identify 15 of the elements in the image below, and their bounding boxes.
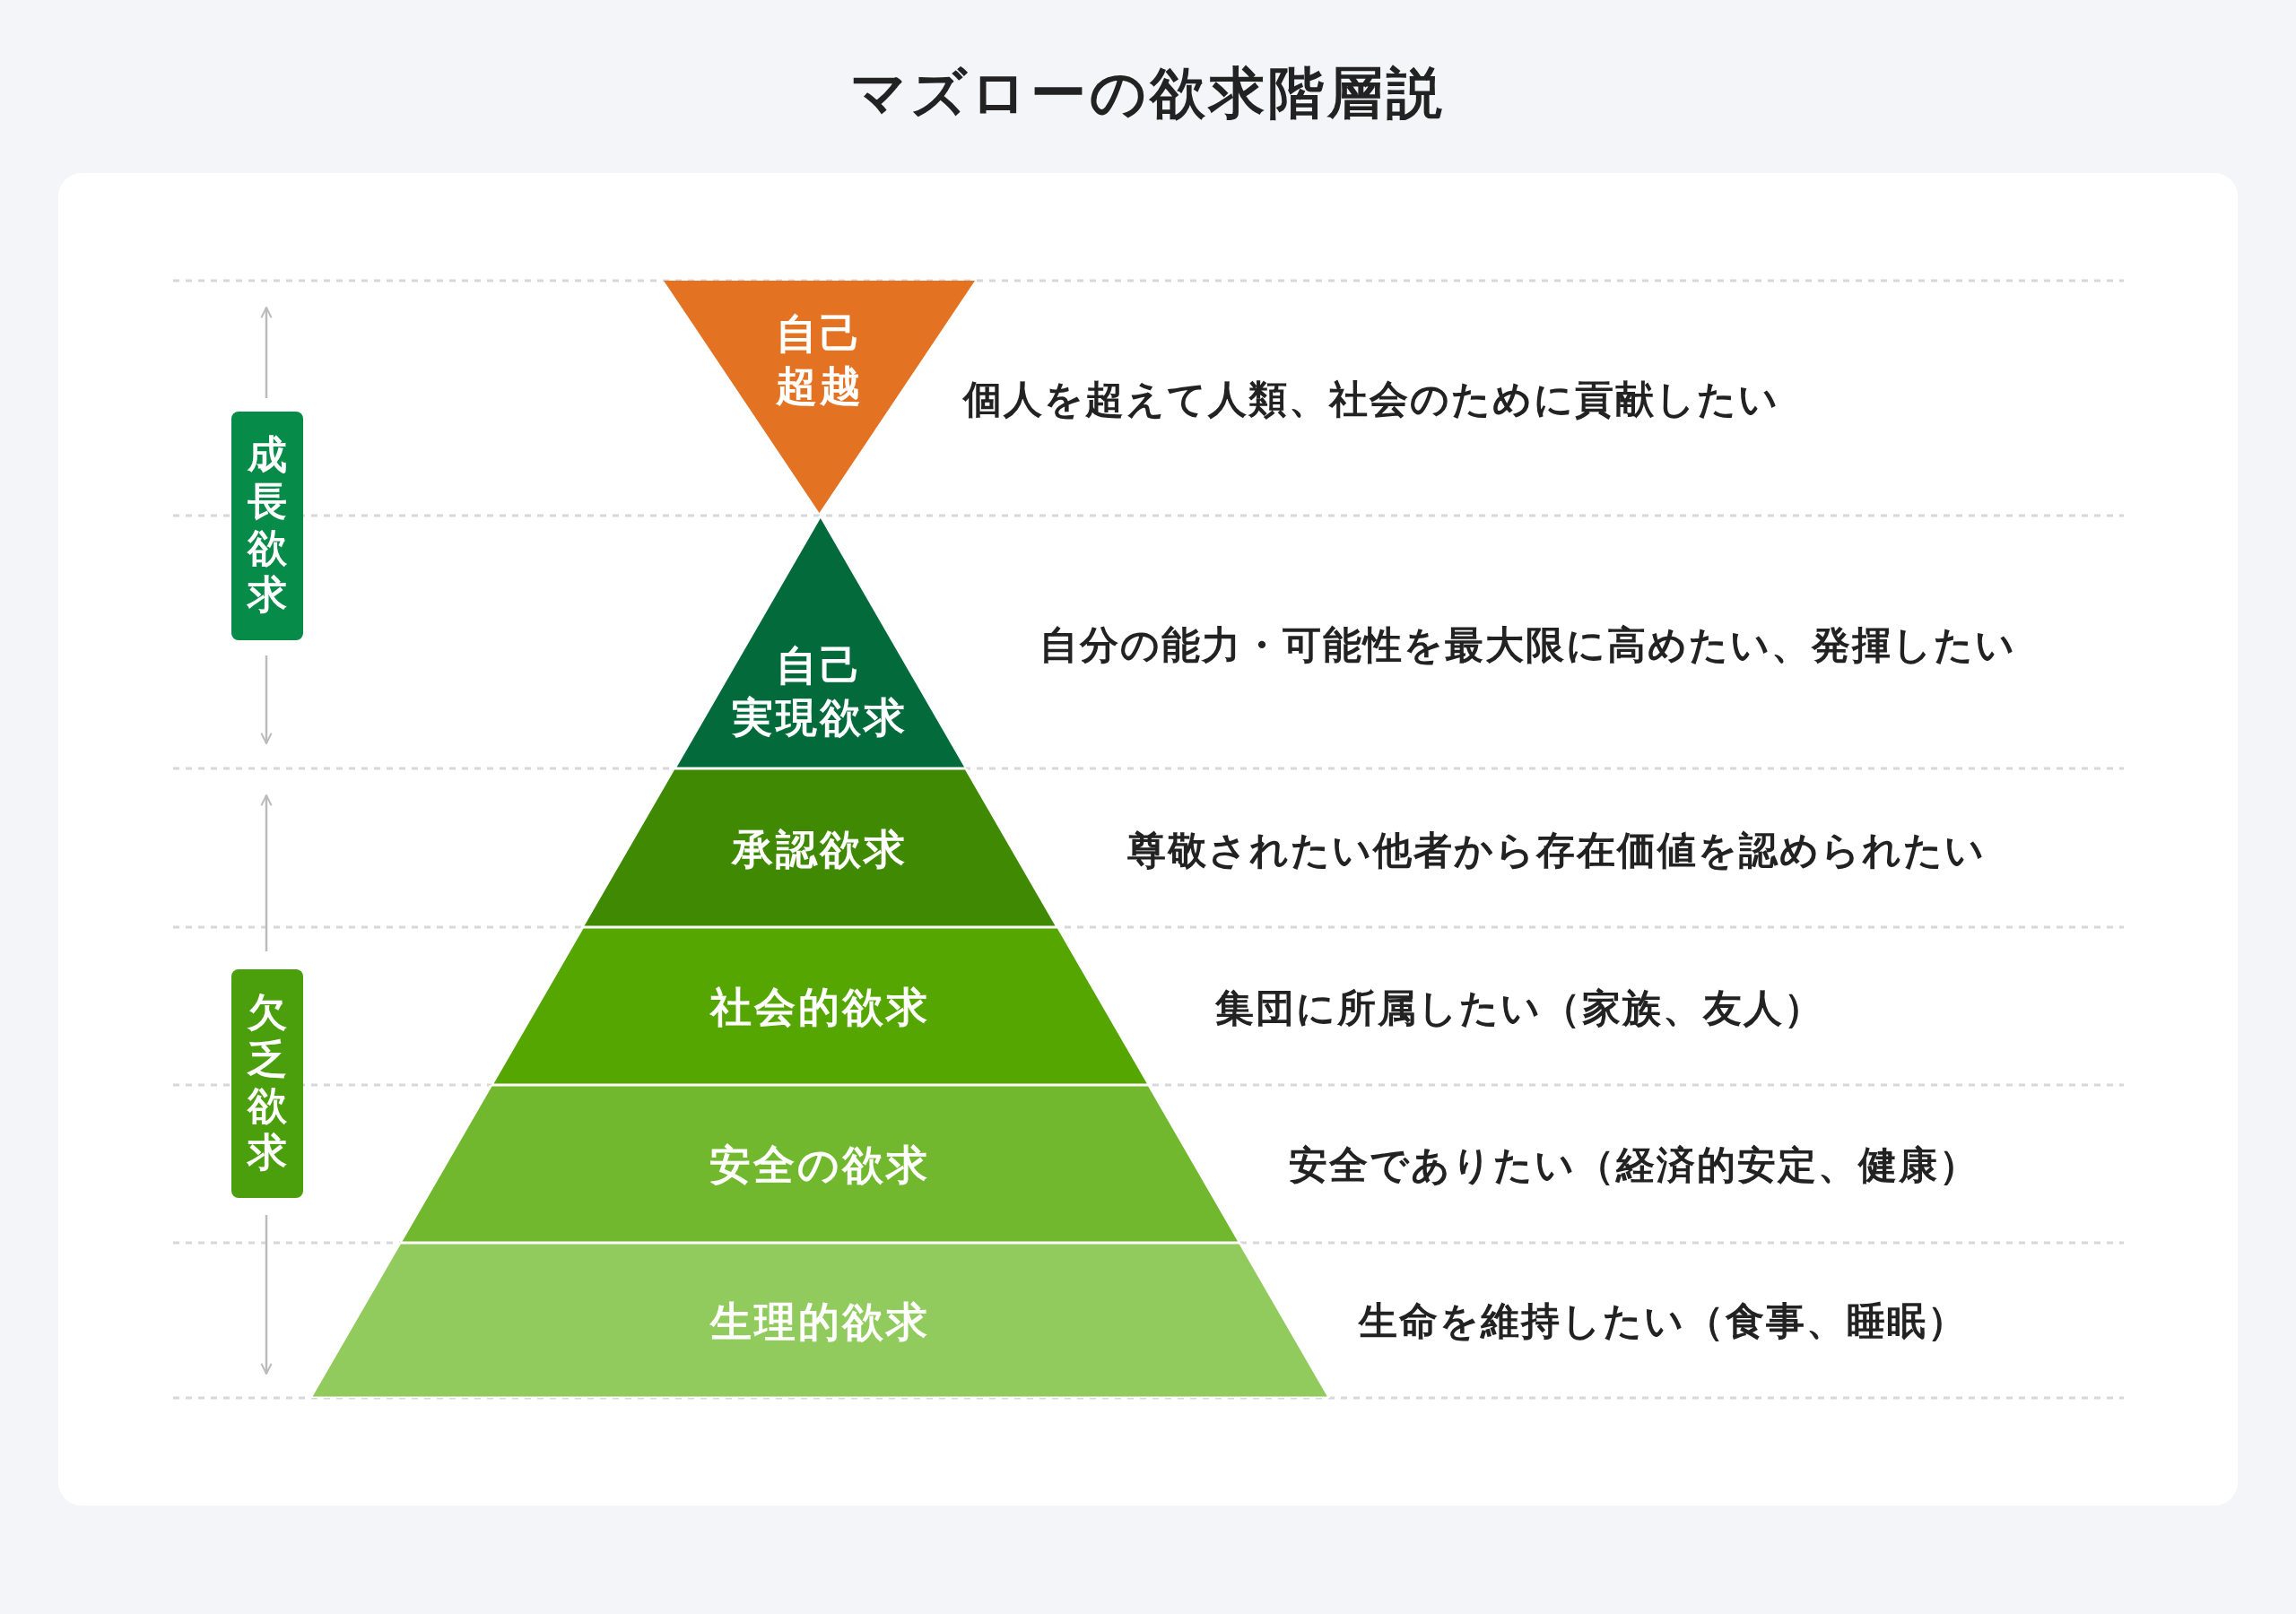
category-badge: 成長欲求: [231, 412, 303, 640]
description-text: 個人を超えて人類、社会のために貢献したい: [963, 376, 1779, 423]
layer-label: 社会的欲求: [710, 982, 930, 1034]
title: マズローの欲求階層説: [849, 59, 1447, 127]
layer-label: 自己超越: [775, 308, 864, 411]
layer-label: 自己実現欲求: [732, 639, 909, 742]
description-text: 安全でありたい（経済的安定、健康）: [1289, 1141, 1979, 1189]
layer-label: 承認欲求: [732, 824, 909, 876]
description-text: 尊敬されたい他者から存在価値を認められたい: [1127, 827, 1986, 874]
layer-label: 安全の欲求: [709, 1140, 931, 1192]
description-text: 集団に所属したい（家族、友人）: [1215, 985, 1824, 1032]
description-text: 自分の能力・可能性を最大限に高めたい、発揮したい: [1039, 621, 2016, 669]
description-text: 生命を維持したい（食事、睡眠）: [1359, 1297, 1968, 1345]
layer-label: 生理的欲求: [710, 1297, 930, 1349]
category-badge: 欠乏欲求: [231, 969, 303, 1198]
